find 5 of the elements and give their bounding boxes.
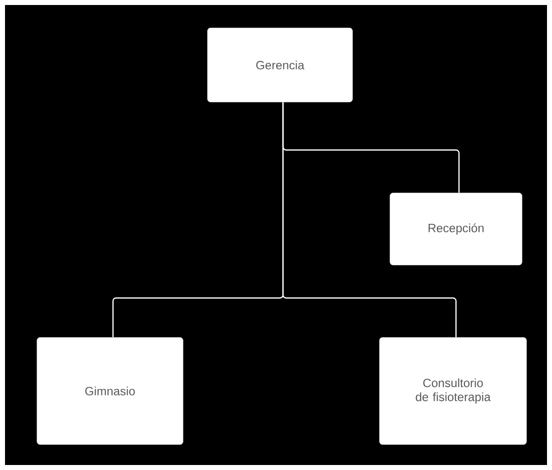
- org-box: Recepción: [390, 192, 522, 266]
- org-box: Gimnasio: [36, 337, 184, 445]
- org-box: Consultorio de fisioterapia: [379, 337, 527, 445]
- connector-line: [282, 102, 457, 338]
- org-box: Gerencia: [207, 28, 353, 102]
